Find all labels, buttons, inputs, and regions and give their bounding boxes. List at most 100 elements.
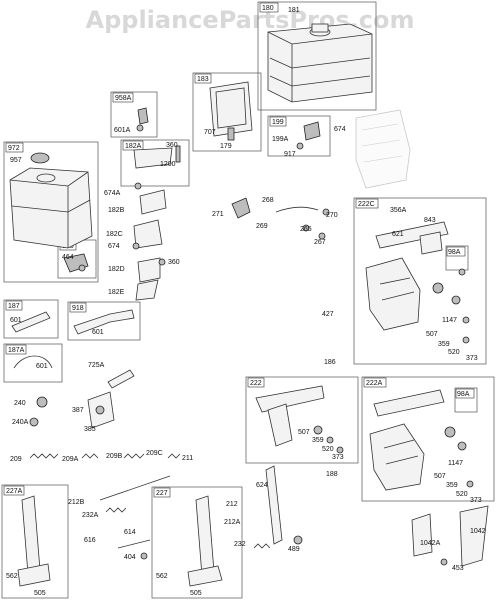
part-label-265: 265 — [300, 226, 312, 233]
group-box-222A[interactable]: 222A — [361, 376, 495, 502]
part-label-209C: 209C — [146, 450, 163, 457]
part-label-562b: 562 — [156, 573, 168, 580]
part-label-186: 186 — [324, 359, 336, 366]
part-label-427: 427 — [322, 311, 334, 318]
group-label: 98A — [448, 249, 461, 256]
control-knob-part[interactable] — [29, 391, 115, 429]
group-label: 227A — [6, 488, 23, 495]
part-label-212A: 212A — [224, 519, 241, 526]
part-label-507: 507 — [426, 331, 438, 338]
part-label-209: 209 — [10, 456, 22, 463]
fitting-part[interactable] — [136, 107, 149, 132]
group-box-222[interactable]: 222 — [245, 376, 359, 464]
part-label-268: 268 — [262, 197, 274, 204]
part-label-209B: 209B — [106, 453, 123, 460]
fuel-tank-part[interactable] — [267, 23, 373, 103]
fuel-valve-part[interactable] — [63, 253, 89, 273]
part-label-211: 211 — [182, 455, 193, 462]
small-fuel-tank-part[interactable] — [9, 152, 93, 249]
fuel-shutoff-part[interactable] — [296, 121, 321, 150]
part-label-212: 212 — [226, 501, 238, 508]
part-label-179: 179 — [220, 143, 232, 150]
group-box-187[interactable]: 187 — [3, 299, 59, 339]
group-box-222C[interactable]: 222C — [353, 197, 487, 365]
part-label-182D: 182D — [108, 266, 125, 273]
part-label-674b: 674 — [334, 126, 346, 133]
part-label-182E: 182E — [108, 289, 125, 296]
part-label-489: 489 — [288, 546, 300, 553]
group-box-972[interactable]: 972 — [3, 141, 99, 283]
part-label-359c: 359 — [446, 482, 458, 489]
group-label: 222C — [358, 201, 375, 208]
control-bracket-222C[interactable] — [365, 221, 470, 344]
part-label-385: 385 — [84, 426, 96, 433]
group-box-227A[interactable]: 227A — [1, 484, 69, 599]
fuel-line-parts[interactable] — [11, 309, 135, 389]
group-label: 187A — [8, 347, 25, 354]
part-label-240: 240 — [14, 400, 26, 407]
part-label-507b: 507 — [298, 429, 310, 436]
spring-parts-209[interactable] — [29, 453, 181, 459]
group-box-182A[interactable]: 182A — [120, 139, 190, 187]
group-box-98A-bottom[interactable]: 98A — [454, 387, 478, 413]
part-label-240A: 240A — [12, 419, 29, 426]
group-label: 222 — [250, 380, 262, 387]
part-label-209A: 209A — [62, 456, 79, 463]
part-label-356A: 356A — [390, 207, 407, 214]
group-box-180[interactable]: 180 — [257, 1, 377, 111]
part-label-562: 562 — [6, 573, 18, 580]
part-label-601: 601 — [10, 317, 22, 324]
part-label-453: 453 — [452, 565, 464, 572]
group-label: 180 — [262, 5, 274, 12]
part-label-1200: 1200 — [160, 161, 176, 168]
part-label-199A: 199A — [272, 136, 289, 143]
group-box-958A[interactable]: 958A — [110, 91, 158, 138]
bracket-parts-182[interactable] — [132, 145, 181, 301]
throttle-cable-part[interactable] — [231, 197, 330, 240]
group-box-199[interactable]: 199 — [267, 115, 331, 157]
group-label: 187 — [8, 303, 20, 310]
control-bracket-222A[interactable] — [369, 389, 474, 491]
part-label-917: 917 — [284, 151, 296, 158]
group-box-183[interactable]: 183 — [192, 72, 262, 152]
part-label-1042A: 1042A — [420, 540, 441, 547]
link-rod-parts[interactable] — [99, 475, 171, 560]
part-label-1042: 1042 — [470, 528, 486, 535]
engine-ghost-part — [355, 109, 411, 189]
part-label-373c: 373 — [470, 497, 482, 504]
group-box-98A-top[interactable]: 98A — [445, 245, 469, 271]
part-label-520c: 520 — [456, 491, 468, 498]
group-label: 98A — [457, 391, 470, 398]
group-box-227[interactable]: 227 — [151, 486, 243, 599]
control-bracket-222[interactable] — [255, 385, 344, 454]
part-label-232A: 232A — [82, 512, 99, 519]
part-label-182C: 182C — [106, 231, 123, 238]
part-label-957: 957 — [10, 157, 22, 164]
part-label-1147b: 1147 — [448, 460, 463, 467]
part-label-267: 267 — [314, 239, 326, 246]
part-label-387: 387 — [72, 407, 84, 414]
part-label-212B: 212B — [68, 499, 85, 506]
part-label-188: 188 — [326, 471, 338, 478]
lever-227A-part[interactable] — [17, 495, 51, 587]
group-label: 222A — [366, 380, 383, 387]
part-label-373: 373 — [466, 355, 478, 362]
part-label-359: 359 — [438, 341, 450, 348]
part-label-614: 614 — [124, 529, 136, 536]
group-label: 183 — [197, 76, 209, 83]
group-label: 199 — [272, 119, 284, 126]
bracket-1042-parts[interactable] — [411, 505, 489, 567]
lever-parts[interactable] — [187, 465, 303, 587]
part-labels: 181 707 179 601A 360 1200 957 674A 182B … — [6, 7, 486, 597]
part-label-359b: 359 — [312, 437, 324, 444]
part-label-1147: 1147 — [442, 317, 457, 324]
group-box-187A[interactable]: 187A — [3, 343, 63, 383]
part-label-616: 616 — [84, 537, 96, 544]
part-label-360b: 360 — [168, 259, 180, 266]
group-box-918[interactable]: 918 — [67, 301, 141, 341]
group-label: 227 — [156, 490, 168, 497]
part-label-601c: 601 — [36, 363, 48, 370]
tank-bracket-part[interactable] — [209, 81, 253, 141]
part-label-621: 621 — [392, 231, 404, 238]
